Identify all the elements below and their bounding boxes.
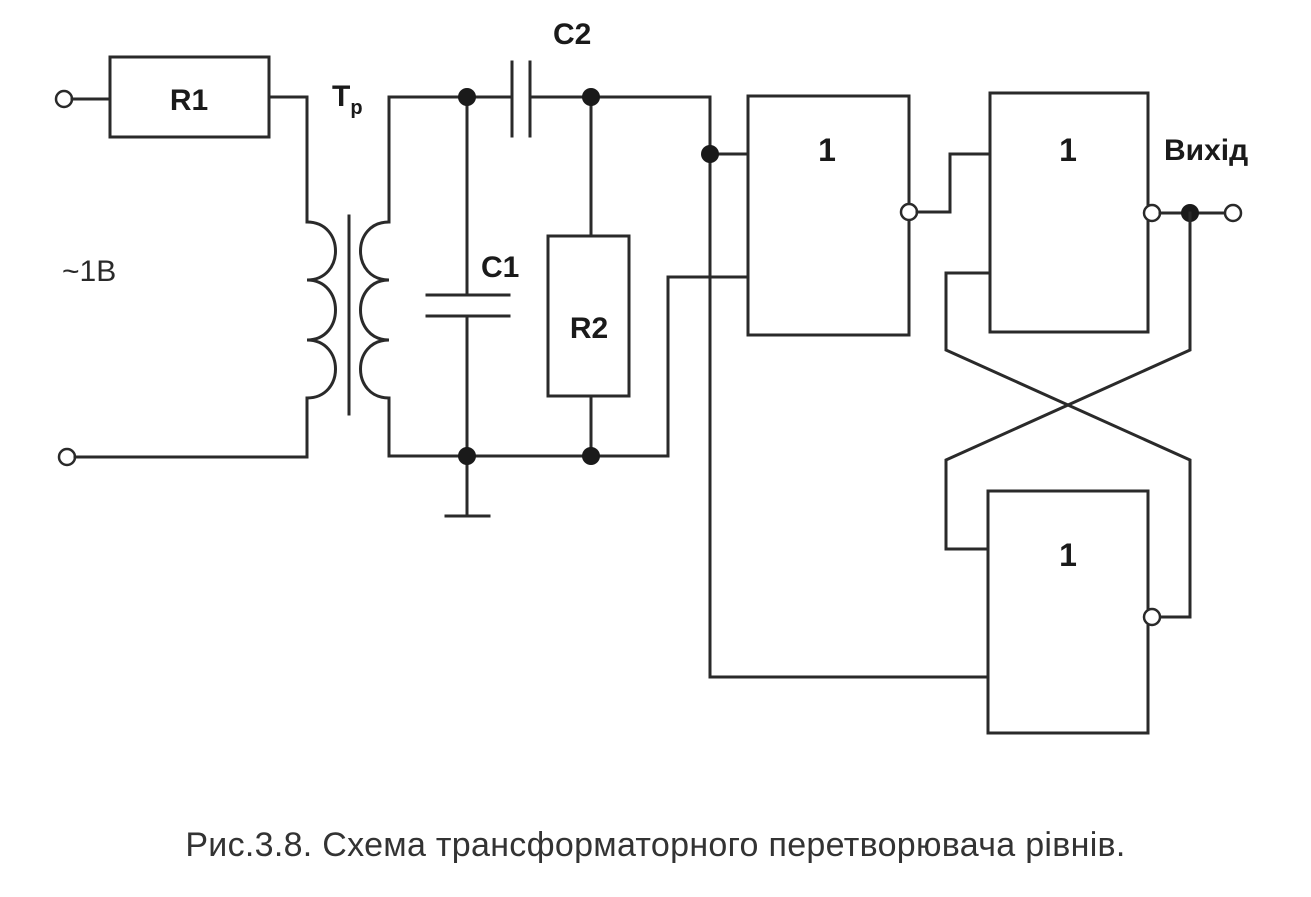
input-terminal-top: [54, 89, 74, 109]
wire-primary-bottom: [73, 396, 309, 459]
r1-label: R1: [170, 84, 208, 117]
wire-gate1-gate2: [915, 152, 992, 214]
wire-r1-primary: [267, 95, 309, 224]
source-voltage-label: ~1B: [62, 255, 116, 288]
junction-dot: [582, 88, 600, 106]
figure-caption: Рис.3.8. Схема трансформаторного перетво…: [185, 826, 1126, 864]
r2-label: R2: [570, 312, 608, 345]
gate-1-label: 1: [818, 132, 836, 168]
transformer-label: Tp: [332, 80, 363, 119]
gate-2-inverter-bubble: [1142, 203, 1162, 223]
junction-dot: [458, 88, 476, 106]
gate-3-inverter-bubble: [1142, 607, 1162, 627]
output-label: Вихід: [1164, 134, 1248, 167]
wire-secondary-top: [387, 95, 514, 224]
junction-dot: [458, 447, 476, 465]
transformer-primary-coil: [305, 220, 337, 400]
resistor-r2: [546, 234, 631, 398]
capacitor-c2: [510, 60, 532, 138]
transformer-secondary-coil: [359, 220, 391, 400]
capacitor-c1: [425, 293, 511, 318]
junction-dot: [701, 145, 719, 163]
junction-dot: [582, 447, 600, 465]
logic-gate-2: [988, 91, 1150, 334]
wire-secondary-bottom: [387, 275, 750, 458]
transformer-label-sub: p: [350, 97, 362, 119]
c1-label: C1: [481, 251, 519, 284]
transformer-label-main: T: [332, 80, 350, 113]
wire-output-cross: [944, 211, 1192, 551]
c2-label: C2: [553, 18, 591, 51]
gate-3-label: 1: [1059, 537, 1077, 573]
gate-2-label: 1: [1059, 132, 1077, 168]
logic-gate-3: [986, 489, 1150, 735]
output-terminal: [1223, 203, 1243, 223]
input-terminal-bottom: [57, 447, 77, 467]
gate-1-inverter-bubble: [899, 202, 919, 222]
wire-to-gate3: [708, 276, 990, 679]
